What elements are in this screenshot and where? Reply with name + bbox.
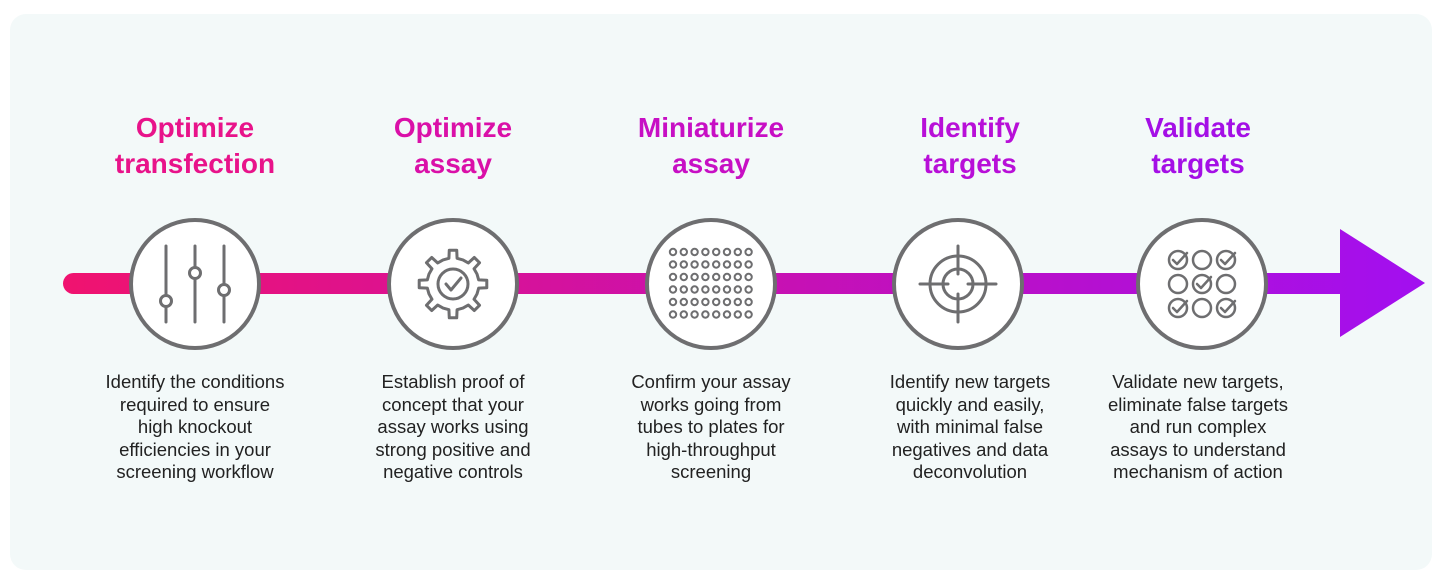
well [722,310,732,319]
step-description-line: negatives and data [891,438,1049,460]
step-description-line: Identify new targets [889,371,1051,392]
step-description-line: with minimal false [897,416,1043,437]
well [668,297,678,307]
crosshair-target-icon [892,218,1024,350]
step-description-line: quickly and easily, [895,393,1045,415]
well [668,285,678,294]
step-description-line: high-throughput [646,438,776,460]
well [712,272,721,282]
step-description-line: efficiencies in your [119,438,271,460]
well [701,272,710,282]
well [744,310,753,319]
well [712,297,721,307]
well [668,247,678,257]
well [722,247,732,257]
step-description-line: eliminate false targets [1108,393,1288,415]
gear-check-icon [387,218,519,350]
well [690,285,699,294]
step-description-line: tubes to plates for [637,416,785,437]
step-description: Identify new targets quickly and easily,… [855,371,1085,484]
step-title-line: targets [923,148,1017,179]
well [668,310,678,319]
well [744,260,753,269]
step-description-line: high knockout [137,416,253,437]
well [733,272,743,282]
step-description-line: assay works using [377,416,529,437]
step-title-line: targets [1151,148,1245,179]
sliders-icon [129,218,261,350]
well [701,297,710,307]
step-title: Identify targets [855,110,1085,182]
well [722,260,732,269]
well [679,247,688,257]
well [668,272,678,282]
arrow-head [1340,229,1425,337]
well [733,285,743,294]
step-description-line: screening workflow [116,461,274,482]
well [690,260,699,269]
step-title-line: Miniaturize [637,112,785,143]
step-description-line: screening [670,461,752,482]
step-title-line: assay [414,148,492,179]
step-description-line: works going from [640,393,782,415]
well [701,247,710,257]
step-description-line: required to ensure [119,393,271,415]
step-description-line: Validate new targets, [1112,371,1284,392]
well [701,310,710,319]
well-plate-icon [645,218,777,350]
well [722,297,732,307]
well [668,260,678,269]
well [679,260,688,269]
checkmark-grid-icon [1136,218,1268,350]
well [733,297,743,307]
step-description-line: strong positive and [375,438,531,460]
step-description-line: assays to understand [1110,438,1286,460]
step-title-line: Identify [920,112,1020,143]
well [679,310,688,319]
step-title: Miniaturize assay [596,110,826,182]
step-title-line: Optimize [393,112,513,143]
well [733,310,743,319]
step-description: Identify the conditions required to ensu… [80,371,310,484]
well [690,310,699,319]
well [712,285,721,294]
well [690,272,699,282]
well [679,272,688,282]
step-description-line: Establish proof of [381,371,525,392]
step-description: Confirm your assay works going from tube… [596,371,826,484]
step-title: Optimize assay [338,110,568,182]
well [744,297,753,307]
well [744,272,753,282]
step-description: Validate new targets, eliminate false ta… [1083,371,1313,484]
step-title-line: transfection [114,148,276,179]
well [722,285,732,294]
well [744,285,753,294]
well [679,297,688,307]
step-description-line: and run complex [1129,416,1267,437]
well [744,247,753,257]
step-description-line: Confirm your assay [631,371,791,392]
step-description-line: negative controls [383,461,523,482]
well [733,260,743,269]
well [690,297,699,307]
step-description-line: mechanism of action [1113,461,1283,482]
step-title-line: assay [672,148,750,179]
well [690,247,699,257]
well [701,285,710,294]
step-description-line: concept that your [382,393,524,415]
well [712,247,721,257]
step-title-line: Validate [1145,112,1251,143]
step-title: Validate targets [1083,110,1313,182]
step-description: Establish proof of concept that your ass… [338,371,568,484]
well [722,272,732,282]
step-title: Optimize transfection [80,110,310,182]
step-description-line: Identify the conditions [105,371,285,392]
well [712,310,721,319]
well [733,247,743,257]
well [712,260,721,269]
step-description-line: deconvolution [912,461,1028,482]
well [679,285,688,294]
well [701,260,710,269]
step-title-line: Optimize [135,112,255,143]
